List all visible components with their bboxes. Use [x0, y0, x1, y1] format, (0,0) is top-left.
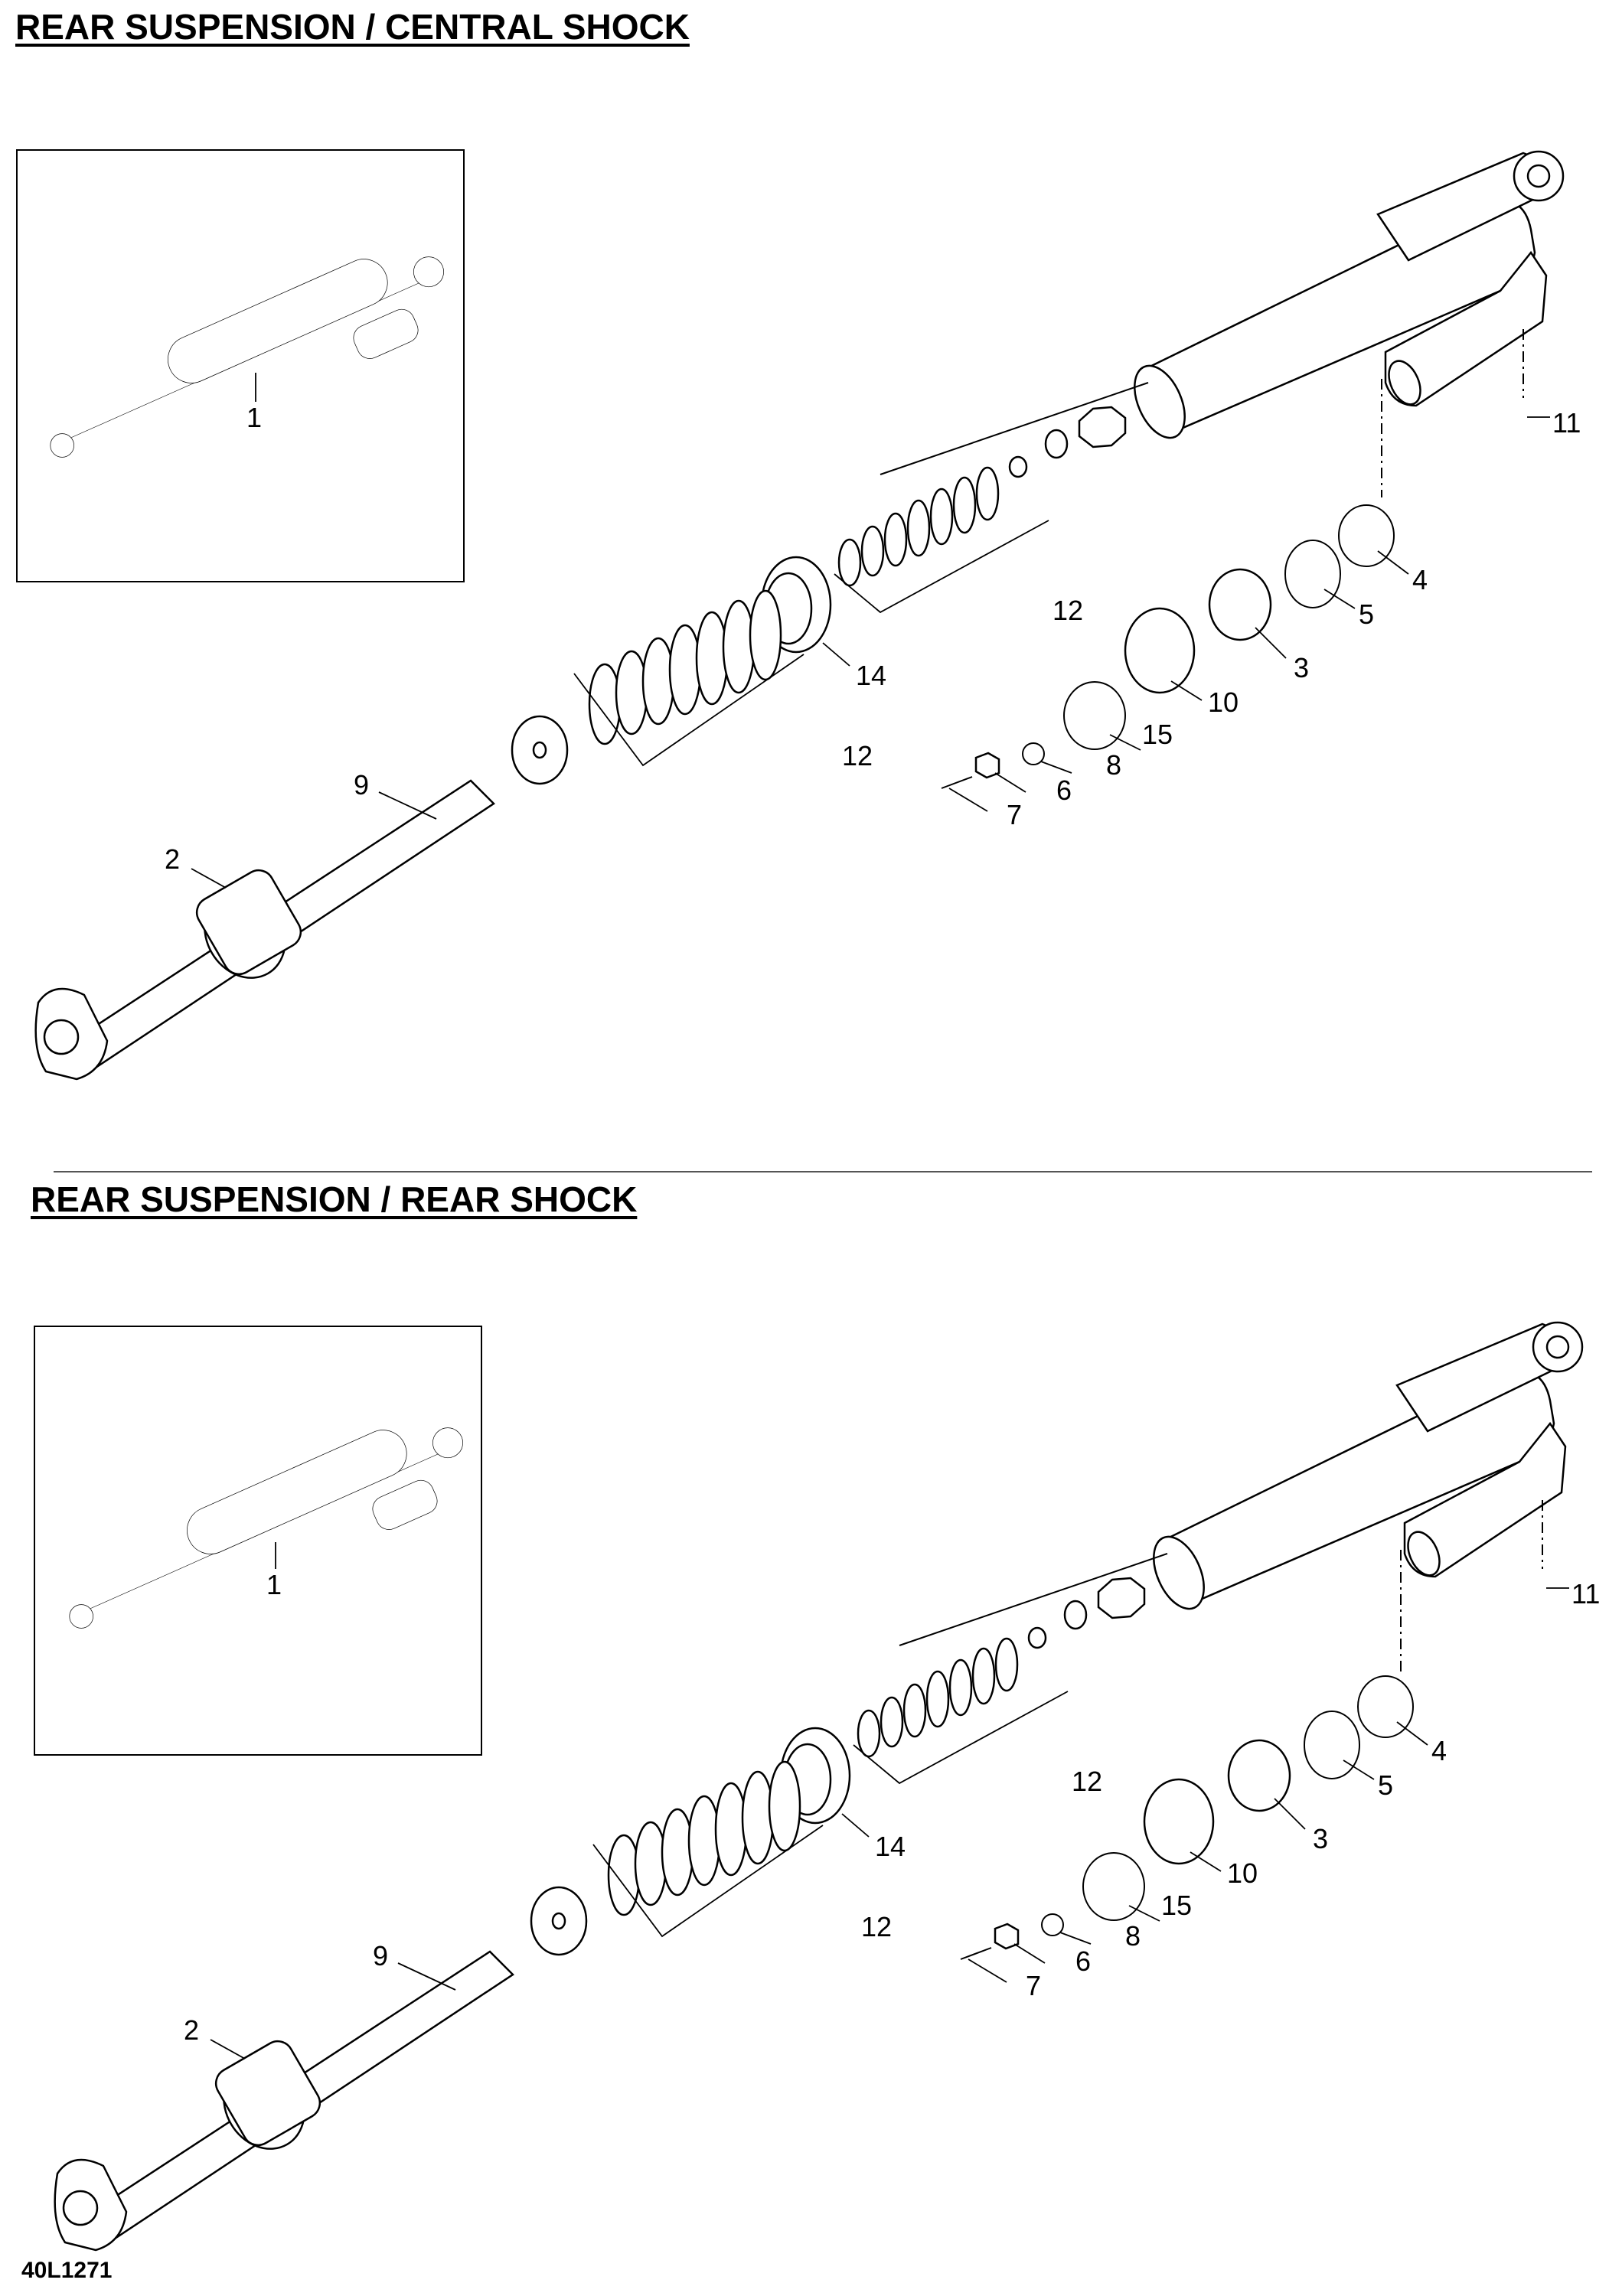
leader-lines	[191, 416, 1550, 889]
callout-6: 6	[1075, 1945, 1091, 1977]
spring-stack-lower	[588, 589, 782, 745]
spring-stack-upper	[837, 466, 1000, 587]
callout-6: 6	[1056, 775, 1072, 806]
section-title-rear-shock: REAR SUSPENSION / REAR SHOCK	[31, 1179, 638, 1219]
shaft-assembly	[54, 1950, 514, 2252]
callout-11: 11	[1552, 407, 1581, 439]
shaft-assembly	[34, 779, 495, 1081]
callout-1: 1	[246, 402, 262, 433]
callout-4: 4	[1412, 564, 1428, 595]
callout-5: 5	[1359, 598, 1374, 630]
seal-parts	[941, 504, 1395, 789]
callout-1: 1	[266, 1569, 282, 1600]
callout-10: 10	[1208, 687, 1239, 718]
inset-box	[16, 149, 465, 582]
spring-stack-lower	[607, 1760, 801, 1916]
callout-7: 7	[1026, 1970, 1041, 2001]
illustration-code: 40L1271	[21, 2258, 113, 2283]
callout-7: 7	[1007, 799, 1022, 830]
inset-box	[34, 1326, 482, 1756]
callout-14: 14	[856, 660, 886, 691]
callout-10: 10	[1227, 1857, 1258, 1889]
seal-parts	[960, 1675, 1414, 1960]
callout-3: 3	[1294, 652, 1309, 683]
callout-15: 15	[1161, 1890, 1192, 1921]
callout-12-lower: 12	[861, 1911, 892, 1942]
callout-15: 15	[1142, 719, 1173, 750]
callout-3: 3	[1313, 1823, 1328, 1854]
callout-12-upper: 12	[1072, 1766, 1102, 1797]
shock-body	[1134, 150, 1565, 497]
callout-9: 9	[373, 1940, 388, 1971]
leader-lines	[210, 1587, 1569, 2060]
callout-5: 5	[1378, 1769, 1393, 1801]
shock-body	[1153, 1321, 1584, 1676]
section-divider	[54, 1171, 1592, 1172]
section-title-central-shock: REAR SUSPENSION / CENTRAL SHOCK	[15, 7, 690, 47]
callout-14: 14	[875, 1831, 906, 1862]
shock-internals	[511, 382, 1149, 785]
callout-2: 2	[165, 843, 180, 875]
callout-8: 8	[1106, 749, 1121, 781]
spring-stack-upper	[857, 1637, 1019, 1758]
exploded-view-rear-shock: 1 11 4 5 3 12 10 14 15 8 12 6 7 9 2	[34, 1321, 1600, 2252]
shock-internals	[530, 1553, 1168, 1956]
callout-8: 8	[1125, 1920, 1141, 1952]
callout-4: 4	[1431, 1735, 1447, 1766]
callout-12-upper: 12	[1053, 595, 1083, 626]
callout-11: 11	[1571, 1578, 1600, 1609]
callout-2: 2	[184, 2014, 199, 2046]
callout-12-lower: 12	[842, 740, 873, 771]
callout-9: 9	[354, 769, 369, 801]
exploded-view-central-shock: 1 11 4 5 3 12 10 14 15 8 12 6 7 9 2	[16, 149, 1581, 1081]
